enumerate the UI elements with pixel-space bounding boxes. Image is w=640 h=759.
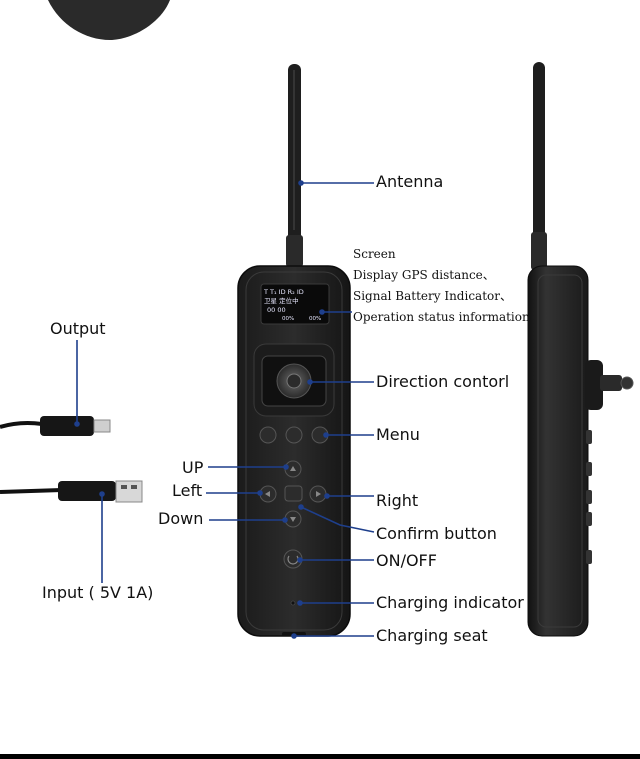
charging-indicator-led [290, 600, 296, 606]
micro-usb-cable [0, 416, 111, 436]
usb-a-cable [0, 480, 143, 503]
direction-control[interactable] [253, 343, 335, 417]
bottom-divider [0, 754, 640, 759]
label-screen-line1: Display GPS distance、 [353, 268, 495, 282]
side-buttons [586, 430, 592, 564]
label-right: Right [376, 491, 419, 510]
label-screen-line3: Operation status information [353, 310, 530, 324]
side-knob [585, 360, 634, 410]
screen-row-1: T T₁ ID R₂ ID [263, 288, 304, 296]
antenna-side [531, 62, 547, 272]
confirm-button[interactable] [284, 485, 303, 502]
label-confirm: Confirm button [376, 524, 497, 543]
label-charging-indicator: Charging indicator [376, 593, 524, 612]
label-screen-title: Screen [353, 247, 396, 261]
label-menu: Menu [376, 425, 420, 444]
screen-row-3: 00 00 [267, 306, 286, 314]
antenna [286, 64, 303, 267]
label-output: Output [50, 319, 106, 338]
label-down: Down [158, 509, 204, 528]
label-left: Left [172, 481, 203, 500]
label-direction: Direction contorl [376, 372, 510, 391]
device-side-body [527, 265, 589, 637]
label-screen-line2: Signal Battery Indicator、 [353, 289, 512, 303]
cropped-device [48, 0, 170, 40]
screen-row-2: 卫星 定位中 [264, 296, 299, 305]
screen-row-4-left: 00% [282, 316, 294, 322]
label-charging-seat: Charging seat [376, 626, 488, 645]
oled-screen: T T₁ ID R₂ ID 卫星 定位中 00 00 00% 00% [260, 283, 330, 325]
screen-row-4-right: 00% [309, 316, 321, 322]
label-onoff: ON/OFF [376, 551, 437, 570]
menu-buttons[interactable] [259, 426, 329, 444]
label-antenna: Antenna [376, 172, 444, 191]
label-up: UP [182, 458, 204, 477]
label-input: Input ( 5V 1A) [42, 583, 154, 602]
callout-confirm [300, 506, 375, 533]
